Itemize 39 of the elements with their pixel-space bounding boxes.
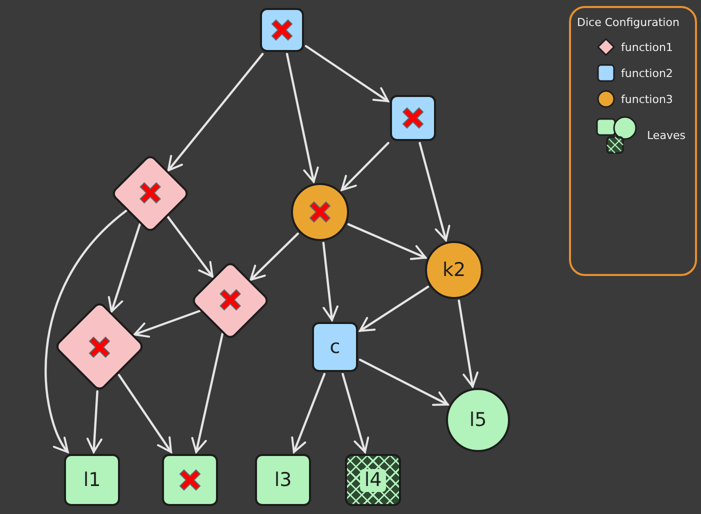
arrow [250,232,299,281]
arrow [291,372,326,454]
rounded-box [345,454,401,506]
arrow [118,374,172,454]
arrow [342,372,370,454]
legend-label: function3 [621,92,673,106]
arrow [86,390,102,454]
arrow [286,52,319,183]
arrow [322,242,339,322]
rounded-box [312,322,358,372]
rounded-box [64,454,120,506]
arrow [191,332,224,454]
arrow [340,142,390,192]
rounded-box [390,95,436,141]
node-label: c [330,338,340,356]
node-label: l5 [469,410,487,430]
circle-node [291,183,349,241]
arrow [347,223,427,260]
legend-label: Leaves [647,128,686,142]
arrow [167,52,264,172]
arrow [44,209,128,454]
node-label: k2 [442,260,466,280]
arrow [458,300,478,388]
arrow [133,310,201,338]
node-label: l4 [360,468,386,492]
legend-title: Dice Configuration [577,16,680,29]
rounded-box [260,8,304,52]
arrow [304,45,390,102]
node-label: l1 [83,470,101,490]
node-label: l3 [274,470,292,490]
legend-label: function1 [621,40,673,54]
legend-label: function2 [621,66,673,80]
rounded-box [255,454,311,506]
rounded-box [162,454,218,506]
arrow [108,222,142,313]
arrow [166,215,214,278]
arrow [358,358,449,406]
arrow [358,286,430,332]
arrow [418,142,450,242]
